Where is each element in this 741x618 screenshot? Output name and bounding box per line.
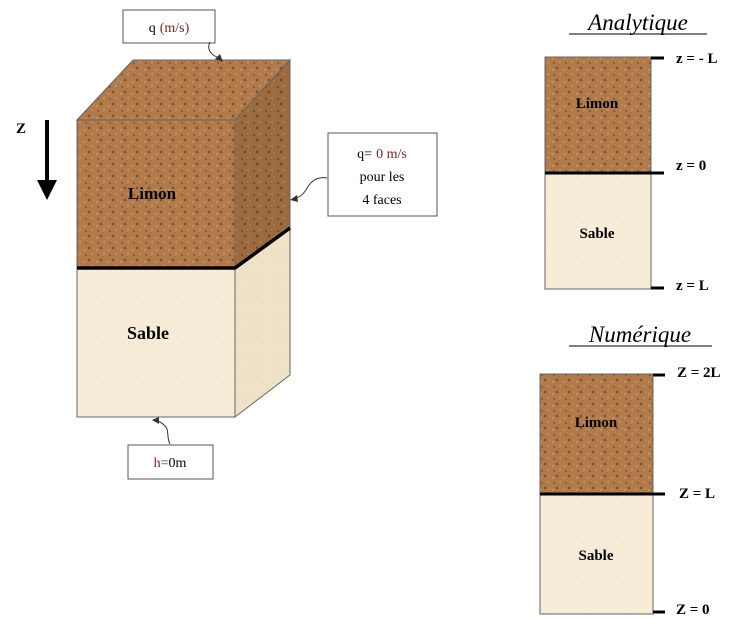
callout-no-flux-box <box>327 132 438 217</box>
numerique-title: Numérique <box>588 322 691 347</box>
numerique-z-mid: Z = L <box>679 486 715 502</box>
analytique-sable-label: Sable <box>579 226 614 242</box>
numerique-limon-layer <box>539 373 654 495</box>
numerique-limon-label: Limon <box>575 415 618 431</box>
block-sable-label: Sable <box>127 323 169 343</box>
callout-no-flux-line1: q= 0 m/s <box>357 147 407 162</box>
numerique-sable-label: Sable <box>578 548 613 564</box>
callout-no-flux-value: 0 m/s <box>376 147 407 162</box>
callout-flux-in-text: q (m/s) <box>149 21 190 36</box>
numerique-z-bottom: Z = 0 <box>676 602 710 618</box>
callout-head-box <box>127 444 214 480</box>
z-axis: Z <box>16 120 57 200</box>
callout-flux-in-pointer <box>208 41 221 59</box>
analytique-limon-layer <box>544 56 652 174</box>
analytique-sable-layer <box>544 172 652 290</box>
callout-no-flux-pointer <box>293 177 328 200</box>
callout-flux-in: q (m/s) <box>122 9 223 62</box>
z-axis-arrow-head <box>37 180 57 200</box>
analytique-limon-label: Limon <box>576 96 619 112</box>
callout-head-pointer <box>155 420 171 445</box>
callout-head: h=0m <box>127 417 214 480</box>
analytique-z-mid: z = 0 <box>676 158 706 174</box>
callout-head-h: h= <box>154 456 169 471</box>
callout-no-flux-line3: 4 faces <box>362 193 401 208</box>
callout-head-pointer-head <box>152 417 159 424</box>
callout-flux-in-units: (m/s) <box>160 21 190 36</box>
numerique-panel: Numérique Limon Sable Z = 2L Z = L Z = 0 <box>539 322 721 618</box>
analytique-z-bottom: z = L <box>676 278 709 294</box>
numerique-sable-layer <box>539 493 654 615</box>
callout-flux-in-q: q <box>149 21 156 36</box>
callout-no-flux-line2: pour les <box>360 170 405 185</box>
analytique-panel: Analytique Limon Sable z = - L z = 0 z =… <box>544 10 717 294</box>
analytique-title: Analytique <box>586 10 688 35</box>
callout-flux-in-box <box>122 9 216 44</box>
callout-no-flux-pointer-head <box>290 195 298 202</box>
z-axis-label: Z <box>16 121 26 137</box>
block-interface-line <box>77 226 292 270</box>
block-front-sable <box>76 267 236 418</box>
analytique-z-top: z = - L <box>676 51 717 67</box>
numerique-z-top: Z = 2L <box>677 365 721 381</box>
callout-head-text: h=0m <box>154 456 187 471</box>
block-limon-label: Limon <box>128 184 177 203</box>
callout-no-flux-q: q= <box>357 147 372 162</box>
soil-block-3d: Limon Sable <box>75 58 292 419</box>
callout-no-flux: q= 0 m/s pour les 4 faces <box>290 132 438 217</box>
callout-flux-in-pointer-head <box>215 54 223 62</box>
block-front-limon <box>76 119 236 269</box>
callout-head-value: 0m <box>169 456 187 471</box>
